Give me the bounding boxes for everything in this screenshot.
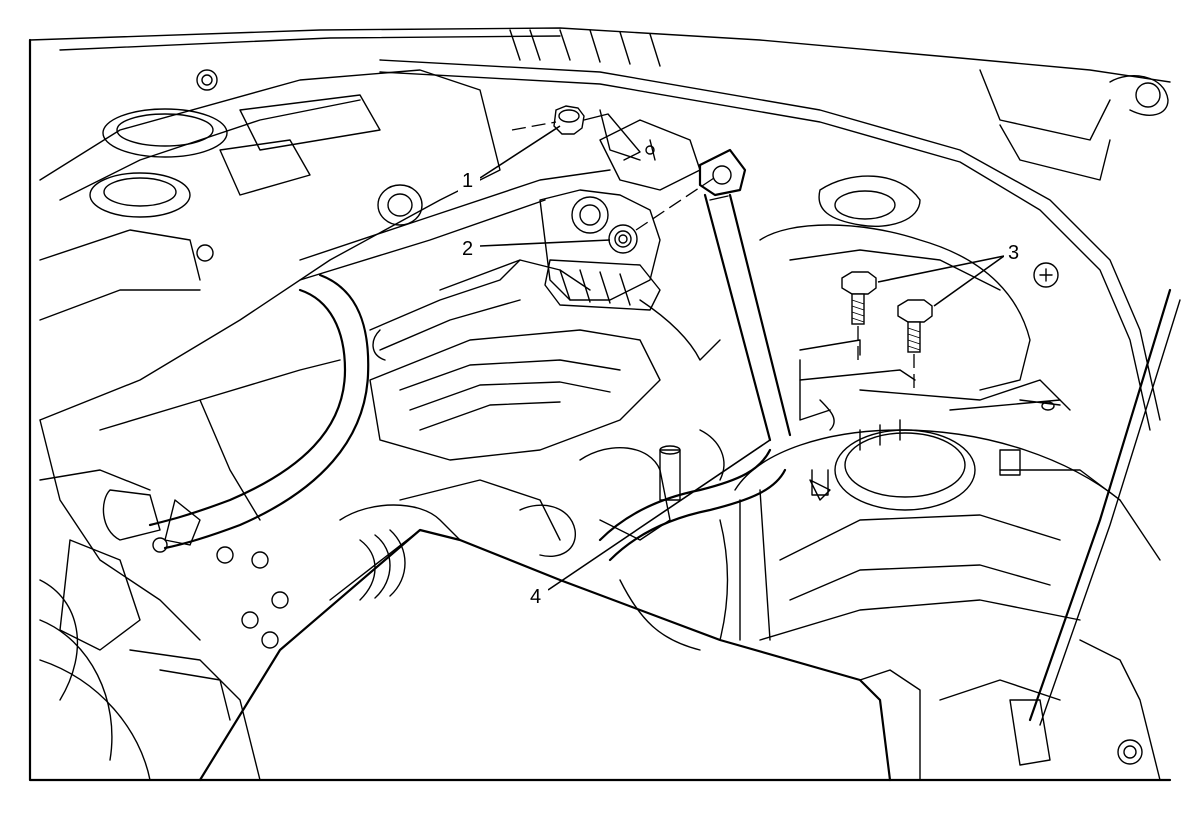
callout-label-4: 4 bbox=[530, 586, 541, 608]
callout-label-3: 3 bbox=[1008, 242, 1019, 264]
strut-tower bbox=[759, 175, 1071, 431]
air-filter-box bbox=[198, 447, 892, 782]
coolant-hose bbox=[102, 273, 370, 550]
bolt-part bbox=[608, 177, 715, 254]
image-frame bbox=[28, 38, 1172, 782]
leader-3a bbox=[877, 255, 1005, 283]
bolt-upper bbox=[841, 271, 877, 360]
engine-cover bbox=[39, 69, 501, 421]
intake-manifold bbox=[299, 169, 661, 461]
callout-leaders bbox=[479, 125, 1005, 591]
leader-1 bbox=[479, 125, 561, 179]
engine-block bbox=[39, 359, 341, 781]
bolt-lower bbox=[897, 299, 933, 395]
cowl-panel bbox=[29, 27, 1171, 431]
reservoir bbox=[734, 419, 1161, 781]
hood-prop-rod bbox=[1009, 288, 1181, 766]
callout-labels: 1 2 3 4 bbox=[458, 168, 1026, 608]
bolts-part bbox=[841, 271, 933, 395]
callout-label-2: 2 bbox=[462, 238, 473, 260]
nut-part bbox=[511, 105, 641, 161]
leader-4 bbox=[547, 439, 771, 591]
callout-label-1: 1 bbox=[462, 170, 473, 192]
leader-3b bbox=[933, 255, 1005, 307]
strut-brace-part bbox=[698, 148, 916, 442]
lower-hoses bbox=[598, 429, 787, 651]
leader-2 bbox=[479, 239, 611, 247]
